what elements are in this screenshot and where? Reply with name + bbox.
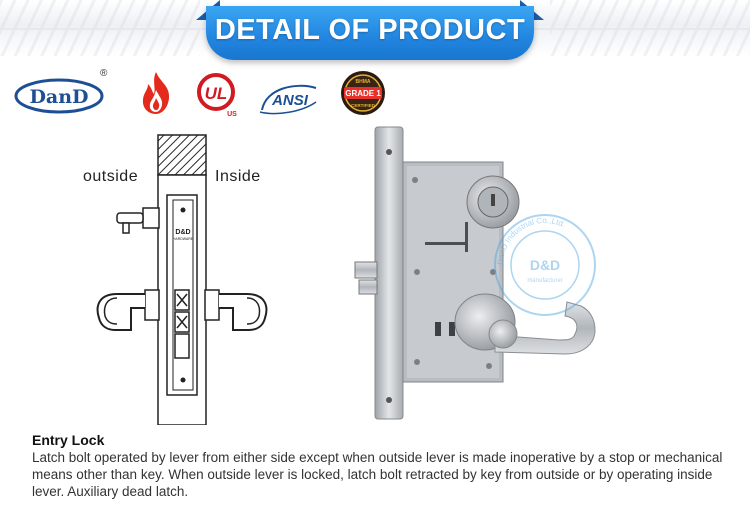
grade-ring-top: BHMA [356, 79, 371, 85]
page-title: DETAIL OF PRODUCT [214, 14, 526, 46]
diagram-brand: D&D [175, 229, 190, 236]
outside-label: outside [83, 168, 139, 185]
watermark-sub: manufacturer [527, 278, 562, 284]
ansi-logo-text: ANSI [271, 92, 309, 109]
lock-function-diagram: D&D HARDWARE [96, 134, 268, 425]
dand-brand-logo: DanD [14, 78, 104, 114]
dand-logo-text: DanD [29, 86, 88, 108]
inside-label: Inside [215, 168, 261, 185]
diagram-brand-sub: HARDWARE [173, 237, 194, 241]
ul-logo-sub: US [227, 111, 237, 118]
mortise-lock-product-image [354, 126, 596, 420]
ul-logo-text: UL [205, 84, 228, 103]
ul-certification-icon: UL US [197, 73, 237, 118]
ansi-logo: ANSI [259, 84, 317, 115]
watermark-seal: DanD Industrial Co.,Ltd. D&D manufacture… [494, 214, 596, 316]
function-title: Entry Lock [32, 432, 105, 448]
grade-badge-text: GRADE 1 [345, 89, 381, 98]
registered-mark: ® [100, 68, 108, 79]
watermark-center: D&D [530, 257, 560, 273]
grade-1-badge: BHMA GRADE 1 CERTIFIED [341, 71, 385, 115]
fire-rated-icon [142, 72, 170, 114]
function-description: Latch bolt operated by lever from either… [32, 450, 723, 499]
header-banner [206, 6, 534, 60]
grade-ring-bottom: CERTIFIED [351, 103, 376, 108]
